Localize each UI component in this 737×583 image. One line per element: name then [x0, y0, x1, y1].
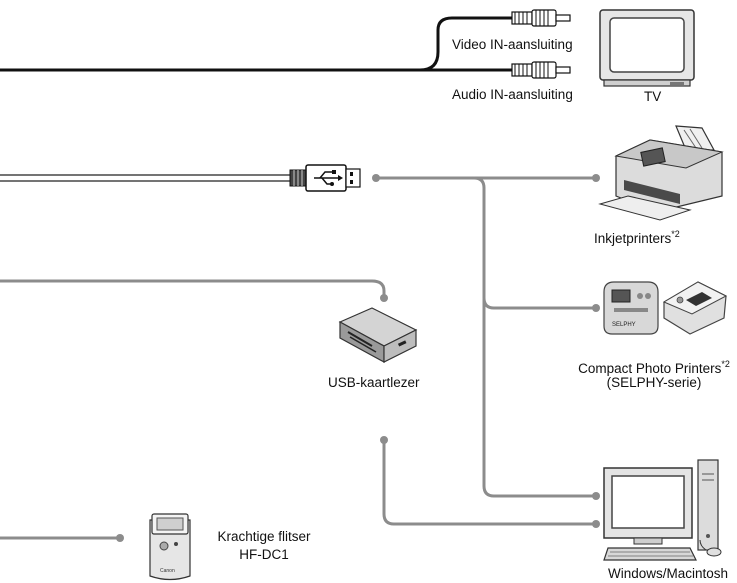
connection-dots: [116, 174, 600, 542]
compact-printers-label: Compact Photo Printers*2: [572, 356, 736, 377]
tv-label: TV: [644, 89, 662, 104]
av-cable: [0, 16, 512, 72]
flash-label-line2: HF-DC1: [239, 547, 289, 562]
usb-cable: [0, 174, 290, 182]
selphy-printer-icon: SELPHY: [603, 281, 659, 335]
inkjet-label: Inkjetprinters*2: [594, 226, 680, 247]
inkjet-footnote: *2: [671, 229, 680, 239]
card-reader-icon: [338, 307, 418, 364]
flash-brand: Canon: [160, 568, 175, 574]
audio-in-label: Audio IN-aansluiting: [452, 87, 573, 102]
usb-plug-icon: [289, 164, 361, 192]
video-plug: [511, 9, 571, 27]
connection-lines: [0, 176, 598, 540]
inkjet-name: Inkjetprinters: [594, 231, 672, 246]
compact-footnote: *2: [721, 359, 730, 369]
tv-icon: [599, 9, 695, 87]
video-in-label: Video IN-aansluiting: [452, 37, 573, 52]
selphy-series-label: (SELPHY-serie): [606, 375, 702, 390]
compact-printer-icon: [662, 281, 728, 335]
audio-plug: [511, 61, 571, 79]
flash-icon: Canon: [149, 513, 191, 581]
computer-label: Windows/Macintosh: [608, 566, 729, 581]
card-reader-label: USB-kaartlezer: [328, 375, 420, 390]
compact-name: Compact Photo Printers: [578, 361, 722, 376]
computer-icon: [603, 459, 722, 561]
flash-label-line1: Krachtige flitser: [217, 529, 311, 544]
selphy-logo: SELPHY: [612, 322, 636, 328]
inkjet-printer-icon: [598, 125, 724, 221]
